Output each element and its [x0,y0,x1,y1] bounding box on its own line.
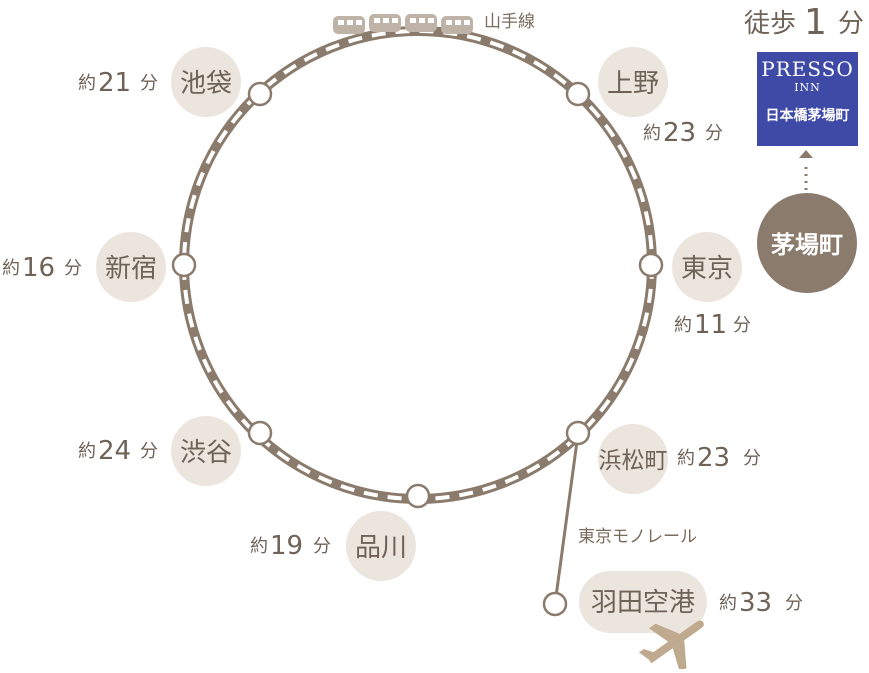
svg-text:約: 約 [719,593,737,614]
hotel-badge: PRESSO INN 日本橋茅場町 [757,52,858,146]
station-name-tokyo: 東京 [681,254,733,284]
time-hamamatsucho: 約 23 分 [677,443,761,473]
svg-text:分: 分 [733,315,751,336]
time-ueno: 約 23 分 [643,118,723,148]
svg-text:23: 23 [697,443,730,473]
walk-minutes: 1 [804,2,827,43]
train-icon [333,14,473,34]
node-shinjuku [171,252,197,278]
bubble-shinagawa [346,511,416,581]
svg-text:16: 16 [22,253,55,283]
station-bubbles [96,47,742,633]
svg-text:約: 約 [250,536,268,557]
station-nodes [171,81,664,617]
station-name-shinjuku: 新宿 [105,254,157,284]
bubble-tokyo [672,232,742,302]
svg-text:約: 約 [78,441,96,462]
bubble-ueno [598,47,668,117]
node-tokyo [638,252,664,278]
bubble-hamamatsucho [598,424,668,494]
time-tokyo: 約 11 分 [674,310,751,340]
svg-text:分: 分 [140,441,158,462]
node-shibuya [247,420,273,446]
node-ikebukuro [247,81,273,107]
node-shinagawa [405,483,431,509]
hotel-name: 日本橋茅場町 [765,108,850,124]
svg-text:分: 分 [785,593,803,614]
station-name-ueno: 上野 [607,69,659,99]
svg-text:23: 23 [663,118,696,148]
airplane-icon [638,620,704,673]
node-ueno [565,81,591,107]
bubble-ikebukuro [171,47,241,117]
walk-prefix: 徒歩 [744,9,796,39]
walk-arrow-head-icon [799,150,813,158]
time-shibuya: 約 24 分 [78,436,158,466]
hotel-brand-logo: PRESSO [761,57,854,81]
station-name-hamamatsucho: 浜松町 [599,448,668,474]
time-shinjuku: 約 16 分 [2,253,82,283]
svg-text:19: 19 [270,531,303,561]
walk-unit: 分 [838,9,864,39]
yamanote-label: 山手線 [484,12,535,32]
bubble-shinjuku [96,232,166,302]
svg-text:約: 約 [2,258,20,279]
monorail-line [553,433,580,605]
node-hamamatsucho [565,420,591,446]
hub-label: 茅場町 [771,231,843,259]
monorail-label: 東京モノレール [578,527,697,547]
station-name-shinagawa: 品川 [355,533,407,563]
svg-text:分: 分 [313,536,331,557]
svg-text:約: 約 [643,123,661,144]
svg-text:11: 11 [694,310,727,340]
svg-text:24: 24 [98,436,131,466]
svg-text:約: 約 [674,315,692,336]
time-shinagawa: 約 19 分 [250,531,331,561]
bubble-shibuya [171,416,241,486]
svg-text:分: 分 [705,123,723,144]
station-name-shibuya: 渋谷 [180,438,232,468]
svg-text:約: 約 [677,448,695,469]
hub-circle [757,193,857,293]
svg-text:33: 33 [739,588,772,618]
station-name-haneda: 羽田空港 [591,588,695,618]
svg-text:分: 分 [64,258,82,279]
svg-text:分: 分 [743,448,761,469]
bubble-haneda [579,571,707,633]
time-haneda: 約 33 分 [719,588,803,618]
station-name-ikebukuro: 池袋 [180,69,232,99]
svg-text:分: 分 [140,73,158,94]
node-haneda [542,591,568,617]
svg-text:21: 21 [98,68,131,98]
svg-text:約: 約 [78,73,96,94]
hotel-sub-logo: INN [794,81,821,94]
time-ikebukuro: 約 21 分 [78,68,158,98]
